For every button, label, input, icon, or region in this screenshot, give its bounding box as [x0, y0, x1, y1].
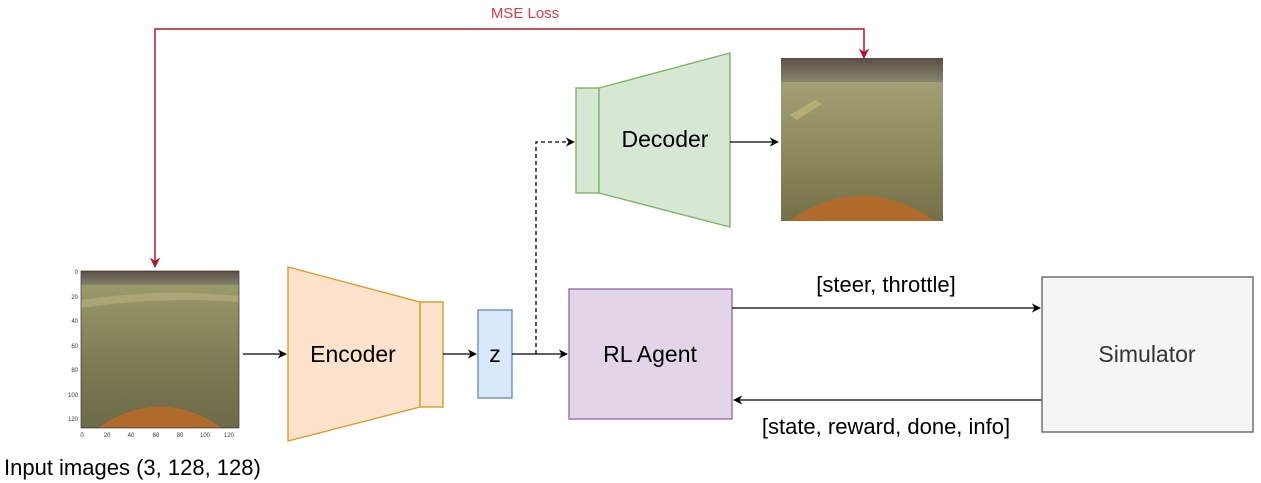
- x-tick-label: 0: [80, 433, 84, 439]
- input-image-y-ticks: 0 20 40 60 80 100 120: [68, 270, 79, 423]
- y-tick-label: 20: [71, 295, 78, 301]
- y-tick-label: 60: [71, 344, 78, 350]
- x-tick-label: 100: [200, 433, 211, 439]
- y-tick-label: 120: [68, 417, 79, 423]
- y-tick-label: 40: [71, 319, 78, 325]
- reconstructed-image: [781, 58, 943, 221]
- simulator-label: Simulator: [1098, 341, 1195, 367]
- input-images-caption: Input images (3, 128, 128): [4, 455, 261, 480]
- reconstructed-image-sky: [781, 58, 943, 84]
- y-tick-label: 100: [68, 393, 79, 399]
- input-image-road-highlight: [81, 292, 239, 308]
- decoder-block[interactable]: Decoder: [575, 52, 731, 228]
- x-tick-label: 120: [224, 433, 235, 439]
- encoder-label: Encoder: [310, 341, 396, 367]
- input-image-plot: 0 20 40 60 80 100 120 0 20 40 60 80 100 …: [68, 270, 240, 439]
- simulator-block[interactable]: Simulator: [1041, 276, 1254, 433]
- simulator-box: [1041, 276, 1254, 433]
- feedback-label: [state, reward, done, info]: [762, 414, 1010, 439]
- rl-agent-block[interactable]: RL Agent: [568, 288, 733, 420]
- x-tick-label: 60: [153, 433, 160, 439]
- rl-agent-box: [568, 288, 733, 420]
- mse-loss-connector: [149, 28, 870, 269]
- input-image-car-hood: [98, 406, 222, 428]
- input-image-x-ticks: 0 20 40 60 80 100 120: [80, 433, 234, 439]
- reconstructed-image-road-highlight: [790, 100, 822, 120]
- input-image-ground: [81, 285, 239, 428]
- action-label: [steer, throttle]: [816, 272, 955, 297]
- latent-box: [477, 309, 513, 399]
- x-tick-label: 80: [177, 433, 184, 439]
- y-tick-label: 80: [71, 368, 78, 374]
- encoder-output-layer: [419, 301, 444, 408]
- decoder-label: Decoder: [622, 126, 709, 152]
- decoder-input-layer: [575, 87, 600, 194]
- latent-to-decoder-arrow: [535, 137, 575, 354]
- latent-block[interactable]: z: [477, 309, 513, 399]
- x-tick-label: 20: [104, 433, 111, 439]
- reconstructed-image-car-hood: [789, 195, 935, 221]
- latent-label: z: [489, 341, 501, 367]
- input-image-sky: [81, 271, 239, 287]
- mse-loss-label: MSE Loss: [491, 5, 559, 22]
- decoder-trapezoid: [598, 52, 731, 228]
- x-tick-label: 40: [128, 433, 135, 439]
- y-tick-label: 0: [75, 270, 79, 276]
- encoder-block[interactable]: Encoder: [287, 266, 444, 442]
- rl-agent-label: RL Agent: [603, 341, 697, 367]
